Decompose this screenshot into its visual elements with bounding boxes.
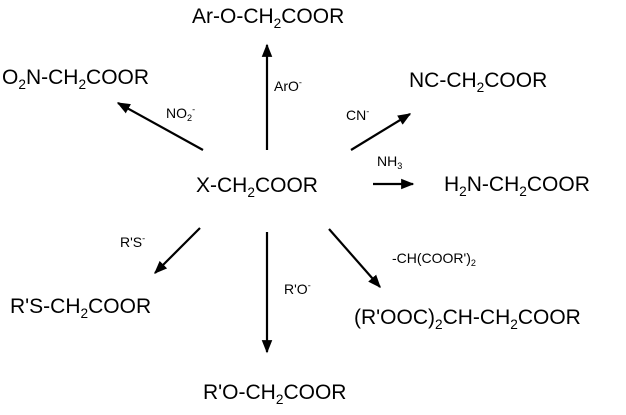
product-thio: R'S-CH2COOR bbox=[10, 295, 152, 321]
center-compound: X-CH2COOR bbox=[196, 174, 318, 200]
product-nitro: O2N-CH2COOR bbox=[2, 66, 150, 92]
arrow-to-cyano bbox=[350, 113, 412, 151]
product-alkoxy: R'O-CH2COOR bbox=[203, 381, 347, 407]
arrow-to-malonate bbox=[328, 228, 381, 288]
reagent-aryloxide: ArO- bbox=[274, 77, 302, 94]
product-cyano: NC-CH2COOR bbox=[409, 69, 548, 95]
product-aryloxy: Ar-O-CH2COOR bbox=[192, 5, 345, 31]
product-malonate: (R'OOC)2CH-CH2COOR bbox=[354, 306, 581, 332]
reagent-thiolate: R'S- bbox=[120, 233, 146, 250]
reagent-malonate-anion: -CH(COOR')2 bbox=[392, 250, 476, 269]
reagent-cyanide: CN- bbox=[346, 106, 370, 123]
product-amino: H2N-CH2COOR bbox=[444, 173, 590, 199]
reagent-alkoxide: R'O- bbox=[284, 280, 311, 297]
reagent-nitrite: NO2- bbox=[166, 104, 196, 124]
arrow-to-nitro bbox=[116, 102, 204, 151]
arrow-to-thio bbox=[154, 227, 201, 274]
reagent-ammonia: NH3 bbox=[377, 153, 403, 172]
